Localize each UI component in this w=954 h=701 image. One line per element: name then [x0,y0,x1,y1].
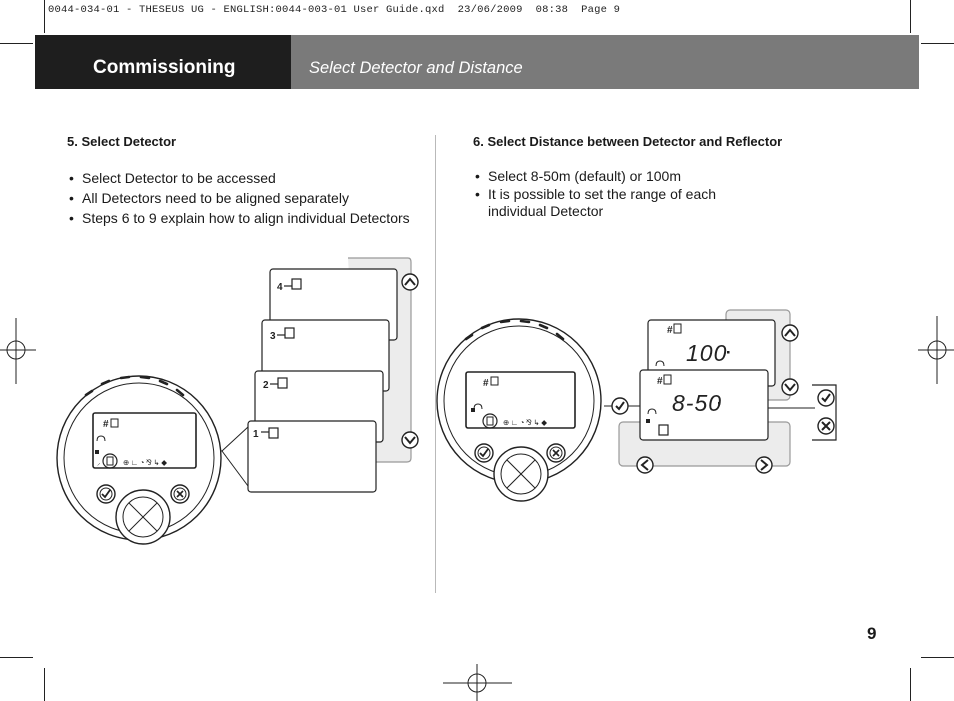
confirm-icon [96,484,116,504]
scroll-down-icon [781,378,799,396]
screen-number: 2 [263,380,269,391]
step-6-bullets: Select 8-50m (default) or 100m It is pos… [473,168,753,220]
detector-marker: # [667,325,673,336]
detector-marker: # [483,378,489,389]
detector-marker: # [657,376,663,387]
scroll-left-icon [636,456,654,474]
confirm-icon [474,443,494,463]
step-6-heading: 6. Select Distance between Detector and … [473,134,783,149]
detector-screen-1: 1 [247,420,377,493]
bullet-item: Select 8-50m (default) or 100m [473,168,753,185]
cancel-icon [170,484,190,504]
crop-mark [921,657,954,658]
lcd-screen-8-50: # 8-50 [639,369,769,441]
control-unit-left: # ⸝ ⊕∟◔⅋↳◆ [56,375,222,545]
crop-mark [0,657,33,658]
scroll-up-icon [781,324,799,342]
svg-text:⊕∟◔⅋↳◆: ⊕∟◔⅋↳◆ [123,458,169,467]
crop-mark [921,43,954,44]
header-black-band [35,35,291,89]
svg-text:⸝: ⸝ [97,460,101,467]
bullet-item: Select Detector to be accessed [67,168,437,188]
bullet-item: Steps 6 to 9 explain how to align indivi… [67,208,437,228]
svg-text:⊕∟◔⅋↳◆: ⊕∟◔⅋↳◆ [503,418,549,427]
scroll-down-icon [401,431,419,449]
bullet-item: All Detectors need to be aligned separat… [67,188,437,208]
print-slug: 0044-034-01 - THESEUS UG - ENGLISH:0044-… [48,4,621,16]
detector-marker: # [103,419,109,430]
page-number: 9 [867,624,877,643]
scroll-right-icon [755,456,773,474]
crop-mark [44,0,45,33]
screen-number: 1 [253,429,259,440]
screen-number: 3 [270,331,276,342]
crop-mark [0,43,33,44]
crop-mark [44,668,45,701]
control-unit-right: # ⊕∟◔⅋↳◆ [436,318,602,502]
section-title: Commissioning [93,57,236,78]
crop-mark [910,0,911,33]
confirm-icon [611,397,629,415]
column-divider [435,135,436,593]
header-grey-band [291,35,919,89]
cancel-icon [817,417,835,435]
scroll-up-icon [401,273,419,291]
range-value-8-50: 8-50 [672,390,722,416]
step-5-bullets: Select Detector to be accessed All Detec… [67,168,437,228]
bullet-item: It is possible to set the range of each … [473,186,753,220]
step-5-heading: 5. Select Detector [67,134,177,149]
screen-number: 4 [277,282,283,293]
crop-mark [910,668,911,701]
range-value-100: 100 [686,340,727,366]
section-subtitle: Select Detector and Distance [309,59,523,77]
confirm-icon [817,389,835,407]
cancel-icon [546,443,566,463]
